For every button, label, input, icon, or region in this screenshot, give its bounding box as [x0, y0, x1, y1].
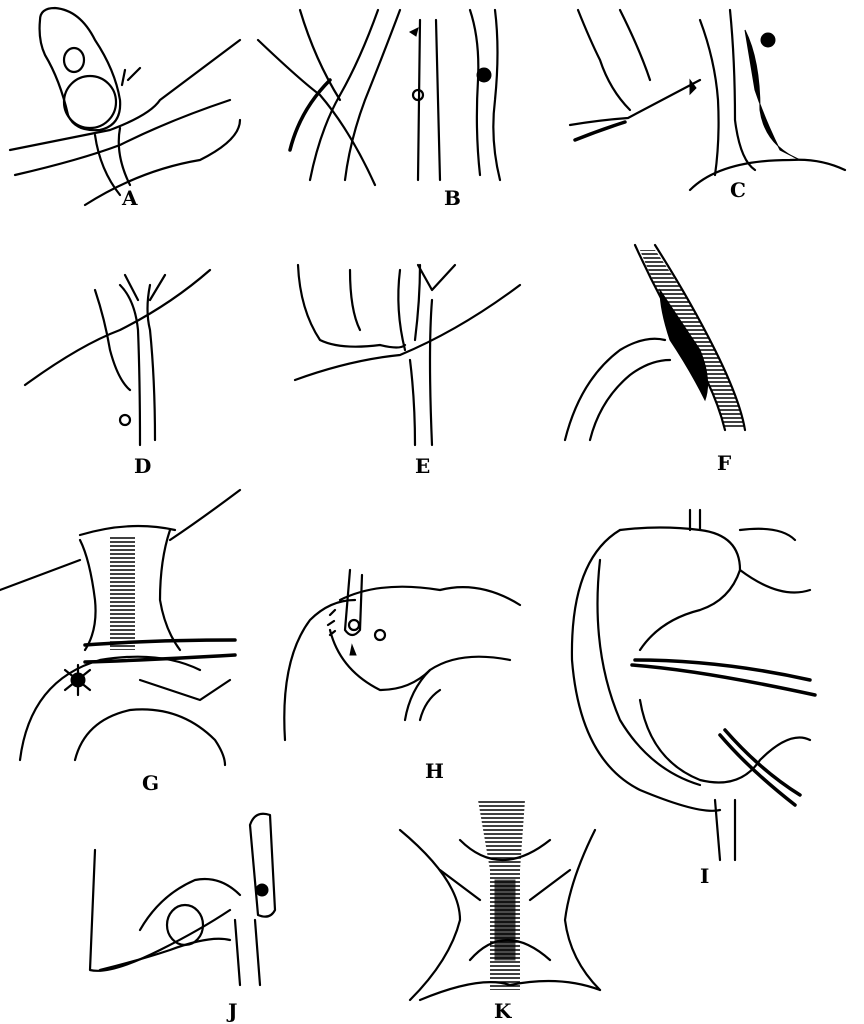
panel-label-i: I — [700, 864, 709, 888]
panel-e-drawing — [293, 263, 522, 447]
panel-label-b: B — [444, 186, 461, 210]
panel-label-k: K — [494, 999, 512, 1023]
panel-label-h: H — [425, 759, 444, 783]
panel-d-drawing — [23, 268, 212, 447]
panel-label-d: D — [134, 454, 151, 478]
panel-a-drawing — [8, 6, 242, 207]
panel-label-f: F — [717, 451, 731, 475]
panel-k-drawing — [398, 800, 602, 1002]
panel-label-a: A — [121, 186, 138, 210]
panel-label-g: G — [142, 771, 159, 795]
panel-f-drawing — [563, 243, 747, 442]
panel-label-c: C — [730, 178, 746, 202]
panel-h-drawing — [283, 568, 522, 742]
panel-label-j: J — [226, 999, 237, 1023]
panel-i-drawing — [570, 508, 817, 862]
panel-c-drawing — [568, 8, 847, 192]
panel-g-drawing — [0, 488, 242, 767]
panel-b-drawing — [256, 8, 502, 187]
panel-j-drawing — [88, 812, 277, 987]
panel-label-e: E — [415, 454, 430, 478]
